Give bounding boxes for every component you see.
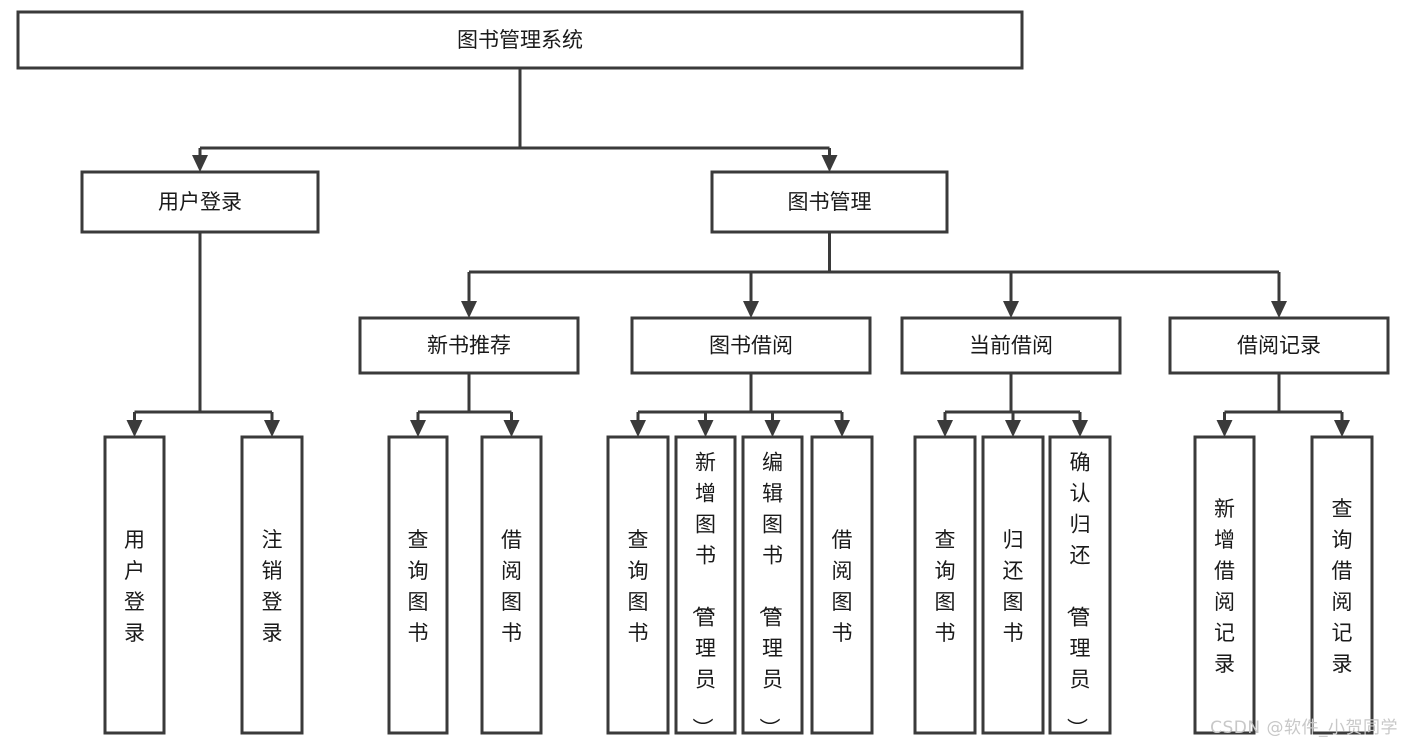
node-l2-record[interactable]: 借阅记录 [1168, 316, 1390, 375]
node-box [900, 316, 1122, 375]
node-l1-book[interactable]: 图书管理 [710, 170, 949, 234]
arrow-head-icon [503, 420, 520, 437]
node-l1-user[interactable]: 用户登录 [80, 170, 320, 234]
node-box [387, 435, 449, 735]
node-label: 用户登录 [158, 190, 242, 214]
node-label: 查询图书 [628, 528, 649, 645]
node-box [1168, 316, 1390, 375]
arrow-head-icon [126, 420, 143, 437]
node-label: 新增借阅记录 [1214, 497, 1235, 676]
node-l3-borrow-add[interactable]: 新增图书（管理员） [674, 435, 737, 739]
arrow-head-icon [697, 420, 714, 437]
node-label: 借阅图书 [501, 528, 522, 645]
node-box [630, 316, 872, 375]
node-label: 查询借阅记录 [1332, 497, 1353, 676]
node-l3-cur-query[interactable]: 查询图书 [913, 435, 977, 735]
node-box [981, 435, 1045, 735]
node-l3-cur-confirm[interactable]: 确认归还（管理员） [1048, 435, 1112, 739]
node-l3-user-logout[interactable]: 注销登录 [240, 435, 304, 735]
node-l3-user-login[interactable]: 用户登录 [103, 435, 166, 735]
node-label: 图书借阅 [709, 334, 793, 358]
node-l3-new-query[interactable]: 查询图书 [387, 435, 449, 735]
arrow-head-icon [743, 301, 759, 318]
node-label: 借阅记录 [1237, 334, 1321, 358]
node-l3-borrow-edit[interactable]: 编辑图书（管理员） [741, 435, 804, 739]
node-label: 图书管理系统 [457, 28, 583, 52]
node-label: 查询图书 [408, 528, 429, 645]
node-box [80, 170, 320, 234]
arrow-head-icon [264, 420, 280, 437]
node-box [240, 435, 304, 735]
node-box [16, 10, 1024, 70]
node-label: 编辑图书（管理员） [757, 451, 783, 739]
node-l3-borrow-do[interactable]: 借阅图书 [810, 435, 874, 735]
arrow-head-icon [1005, 420, 1021, 437]
arrow-head-icon [834, 420, 850, 437]
node-label: 图书管理 [788, 190, 872, 214]
node-l2-new[interactable]: 新书推荐 [358, 316, 580, 375]
arrow-head-icon [461, 301, 477, 318]
arrow-head-icon [410, 420, 426, 437]
arrow-head-icon [1216, 420, 1233, 437]
arrow-head-icon [1072, 420, 1088, 437]
arrow-head-icon [192, 155, 208, 172]
node-box [480, 435, 543, 735]
node-box [710, 170, 949, 234]
node-box [810, 435, 874, 735]
node-l2-borrow[interactable]: 图书借阅 [630, 316, 872, 375]
node-box [606, 435, 670, 735]
arrow-head-icon [821, 155, 838, 172]
node-label: 归还图书 [1003, 528, 1024, 645]
node-box [741, 435, 804, 735]
node-label: 新增图书（管理员） [690, 451, 716, 739]
arrow-head-icon [937, 420, 953, 437]
node-box [358, 316, 580, 375]
node-l2-current[interactable]: 当前借阅 [900, 316, 1122, 375]
arrow-head-icon [1003, 301, 1019, 318]
arrow-head-icon [1334, 420, 1350, 437]
arrow-head-icon [764, 420, 781, 437]
node-l3-rec-add[interactable]: 新增借阅记录 [1193, 435, 1256, 735]
node-l3-cur-return[interactable]: 归还图书 [981, 435, 1045, 735]
node-label: 借阅图书 [832, 528, 853, 645]
node-layer: 图书管理系统用户登录图书管理新书推荐图书借阅当前借阅借阅记录用户登录注销登录查询… [16, 10, 1390, 739]
node-label: 确认归还（管理员） [1065, 451, 1091, 739]
node-label: 用户登录 [124, 528, 145, 645]
node-box [1193, 435, 1256, 735]
node-box [1048, 435, 1112, 735]
node-box [913, 435, 977, 735]
node-l3-rec-query[interactable]: 查询借阅记录 [1310, 435, 1374, 735]
node-root[interactable]: 图书管理系统 [16, 10, 1024, 70]
arrow-head-icon [1271, 301, 1287, 318]
node-label: 查询图书 [935, 528, 956, 645]
node-box [1310, 435, 1374, 735]
node-label: 当前借阅 [969, 334, 1053, 358]
node-l3-new-borrow[interactable]: 借阅图书 [480, 435, 543, 735]
node-l3-borrow-query[interactable]: 查询图书 [606, 435, 670, 735]
node-label: 新书推荐 [427, 334, 511, 358]
watermark-label: CSDN @软件_小贺同学 [1210, 718, 1398, 738]
connector-layer [126, 68, 1350, 437]
arrow-head-icon [630, 420, 646, 437]
node-box [674, 435, 737, 735]
node-box [103, 435, 166, 735]
node-label: 注销登录 [262, 528, 283, 645]
